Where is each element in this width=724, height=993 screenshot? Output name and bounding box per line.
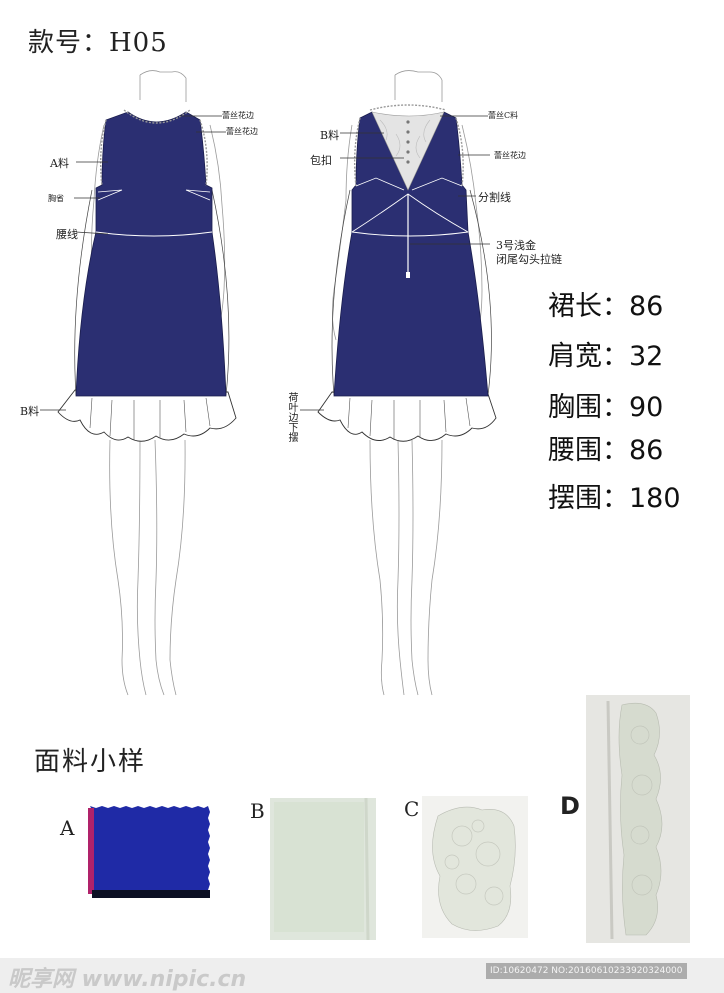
label-fabric-b-back: B料 (320, 129, 340, 142)
back-dress-body (333, 111, 489, 397)
label-bust-dart: 胸省 (48, 194, 64, 203)
label-fabric-a: A料 (50, 157, 69, 170)
label-ruffle-hem: 荷叶边下摆 (286, 392, 297, 442)
label-fabric-b-front: B料 (20, 405, 40, 418)
watermark-logo: 昵享网 www.nipic.cn (8, 967, 247, 992)
swatch-a-letter: A (60, 816, 75, 840)
label-lace-c: 蕾丝C料 (488, 111, 519, 120)
label-waistline: 腰线 (56, 228, 78, 241)
spec-bust: 胸围：90 (548, 392, 664, 423)
covered-buttons (406, 120, 410, 164)
swatch-b-image (270, 798, 376, 940)
label-zipper-line1: 3号浅金 (496, 239, 536, 252)
fashion-sketch (40, 70, 497, 696)
spec-dress-length: 裙长：86 (548, 291, 664, 322)
back-ruffle-hem (317, 391, 497, 442)
label-zipper-line2: 闭尾勾头拉链 (496, 253, 562, 266)
swatch-d-letter: D (560, 792, 580, 820)
front-dress-body (75, 111, 227, 397)
label-lace-edge-armhole: 蕾丝花边 (226, 127, 258, 136)
label-lace-edge-back: 蕾丝花边 (494, 151, 526, 160)
swatch-b-letter: B (250, 799, 265, 823)
front-figure-outline (90, 70, 226, 696)
spec-hem: 摆围：180 (548, 483, 681, 514)
swatch-c-image (422, 796, 528, 938)
swatch-c-letter: C (404, 797, 420, 821)
label-covered-button: 包扣 (310, 154, 332, 167)
swatch-a-image (88, 806, 210, 898)
watermark-id: ID:10620472 NO:20160610233920324000 (486, 963, 687, 979)
style-number-title: 款号：H05 (28, 28, 168, 58)
spec-shoulder-width: 肩宽：32 (548, 341, 664, 372)
swatch-d-image (586, 695, 690, 943)
back-figure-outline (332, 70, 483, 696)
front-ruffle-hem (57, 389, 237, 442)
fabric-section-title: 面料小样 (34, 747, 147, 777)
label-split-line: 分割线 (478, 191, 511, 204)
label-lace-edge-collar: 蕾丝花边 (222, 111, 254, 120)
spec-waist: 腰围：86 (548, 435, 664, 466)
